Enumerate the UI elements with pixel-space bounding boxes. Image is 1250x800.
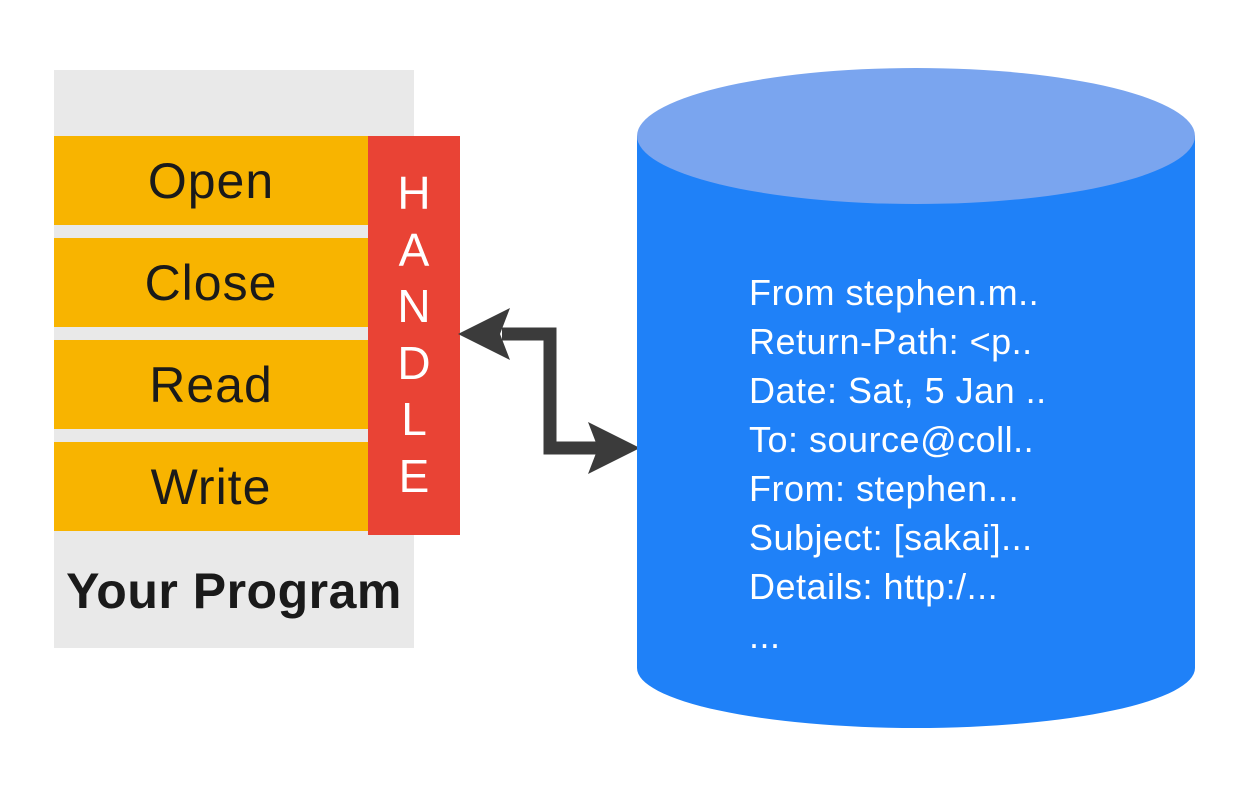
cylinder-body (637, 136, 1195, 728)
file-content-line: Details: http:/... (749, 566, 999, 607)
program-box: Open Close Read Write Your Program (54, 70, 414, 648)
handle-letter: E (398, 449, 430, 502)
handle-letter: H (397, 167, 431, 219)
cylinder-top-ellipse (637, 68, 1195, 204)
program-label: Your Program (66, 563, 402, 619)
file-content-line: From: stephen... (749, 468, 1020, 509)
file-content-line: Date: Sat, 5 Jan .. (749, 370, 1047, 411)
handle-letter: D (397, 336, 431, 389)
bidirectional-arrow-icon (458, 308, 640, 474)
file-content-line: Subject: [sakai]... (749, 517, 1033, 558)
handle-bar: H A N D L E (368, 136, 460, 535)
write-operation: Write (54, 442, 368, 531)
file-content: From stephen.m.. Return-Path: <p.. Date:… (749, 268, 1047, 660)
file-content-line: To: source@coll.. (749, 419, 1035, 460)
file-content-line: Return-Path: <p.. (749, 321, 1033, 362)
file-cylinder: From stephen.m.. Return-Path: <p.. Date:… (637, 68, 1195, 728)
read-operation: Read (54, 340, 368, 429)
file-content-line: From stephen.m.. (749, 272, 1040, 313)
handle-letter: N (397, 280, 431, 333)
handle-letter: L (401, 393, 427, 446)
handle-letter: A (398, 223, 430, 276)
file-content-line: ... (749, 615, 781, 656)
close-operation: Close (54, 238, 368, 327)
open-operation: Open (54, 136, 368, 225)
